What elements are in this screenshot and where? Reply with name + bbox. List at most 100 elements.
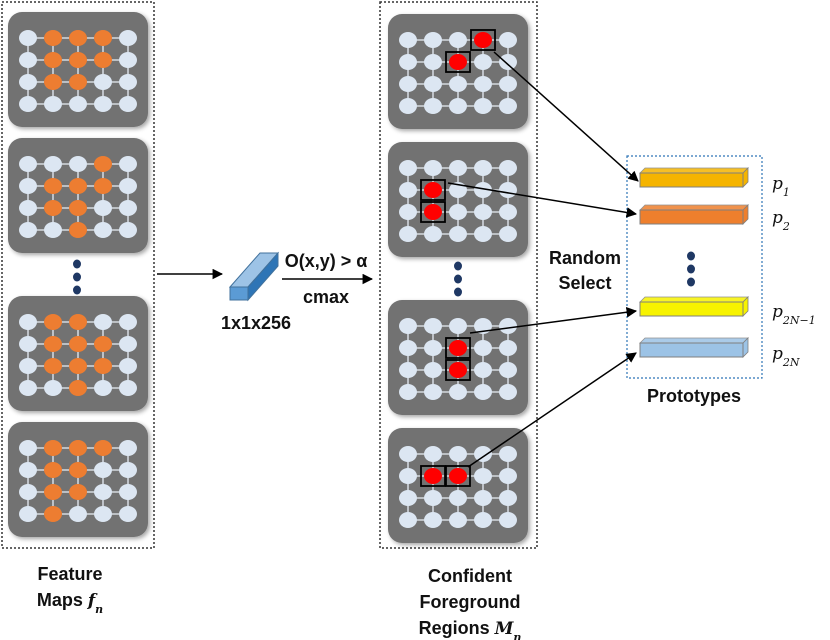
grid-node [499, 512, 517, 528]
arrow-to-p1 [493, 51, 639, 182]
prototype-label-p2: p2 [772, 208, 790, 233]
grid-node [19, 96, 37, 112]
grid-node [399, 54, 417, 70]
selected-node [449, 362, 467, 378]
grid-node [44, 156, 62, 172]
active-node [44, 358, 62, 374]
grid-node [119, 440, 137, 456]
grid-node [94, 222, 112, 238]
grid-node [19, 336, 37, 352]
grid-node [474, 512, 492, 528]
grid-node [19, 440, 37, 456]
grid-node [119, 52, 137, 68]
active-node [69, 178, 87, 194]
grid-node [19, 484, 37, 500]
active-node [44, 336, 62, 352]
grid-node [119, 358, 137, 374]
grid-node [399, 76, 417, 92]
active-node [44, 52, 62, 68]
grid-node [474, 54, 492, 70]
grid-node [399, 362, 417, 378]
grid-node [94, 314, 112, 330]
active-node [69, 484, 87, 500]
grid-node [94, 506, 112, 522]
grid-node [119, 200, 137, 216]
grid-node [474, 204, 492, 220]
grid-node [119, 222, 137, 238]
prototype-bars [639, 167, 749, 358]
grid-node [399, 98, 417, 114]
grid-node [424, 98, 442, 114]
grid-node [474, 76, 492, 92]
active-node [44, 314, 62, 330]
grid-node [69, 96, 87, 112]
selection-box [420, 465, 446, 487]
grid-node [424, 32, 442, 48]
grid-node [449, 384, 467, 400]
grid-node [119, 314, 137, 330]
grid-node [44, 222, 62, 238]
grid-node [119, 462, 137, 478]
feature-maps-group [8, 12, 148, 537]
grid-node [119, 156, 137, 172]
confident-map-card [388, 14, 528, 129]
active-node [69, 200, 87, 216]
grid-node [474, 160, 492, 176]
active-node [69, 314, 87, 330]
grid-node [19, 506, 37, 522]
active-node [69, 52, 87, 68]
grid-node [424, 318, 442, 334]
grid-node [499, 384, 517, 400]
active-node [44, 178, 62, 194]
grid-node [399, 226, 417, 242]
selection-box [445, 337, 471, 359]
grid-node [449, 98, 467, 114]
grid-node [499, 54, 517, 70]
selection-box [445, 359, 471, 381]
grid-node [399, 384, 417, 400]
selected-node [449, 54, 467, 70]
grid-node [19, 178, 37, 194]
grid-node [399, 318, 417, 334]
grid-node [499, 362, 517, 378]
grid-node [399, 490, 417, 506]
grid-node [499, 340, 517, 356]
grid-node [474, 98, 492, 114]
confident-maps-panel [379, 1, 538, 549]
random-select-label-line2: Select [558, 273, 611, 293]
cmax-label: cmax [303, 287, 349, 307]
grid-node [474, 226, 492, 242]
grid-node [399, 468, 417, 484]
active-node [94, 156, 112, 172]
grid-node [19, 380, 37, 396]
grid-node [94, 484, 112, 500]
grid-node [424, 362, 442, 378]
feature-maps-label-line2: Maps fn [37, 590, 103, 616]
grid-node [474, 384, 492, 400]
grid-node [449, 226, 467, 242]
feature-vector-block [228, 251, 280, 302]
grid-node [474, 468, 492, 484]
grid-node [69, 156, 87, 172]
active-node [69, 30, 87, 46]
grid-node [19, 74, 37, 90]
active-node [69, 440, 87, 456]
feature-map-card [8, 422, 148, 537]
active-node [44, 440, 62, 456]
grid-node [424, 340, 442, 356]
grid-node [499, 160, 517, 176]
grid-node [424, 54, 442, 70]
grid-node [69, 506, 87, 522]
grid-node [399, 512, 417, 528]
selection-box [470, 29, 496, 51]
active-node [94, 336, 112, 352]
grid-node [399, 182, 417, 198]
grid-node [44, 96, 62, 112]
selected-node [424, 182, 442, 198]
grid-node [499, 446, 517, 462]
prototype-label-p2n-1: p2N−1 [772, 302, 816, 327]
grid-node [19, 156, 37, 172]
active-node [44, 462, 62, 478]
grid-node [399, 32, 417, 48]
